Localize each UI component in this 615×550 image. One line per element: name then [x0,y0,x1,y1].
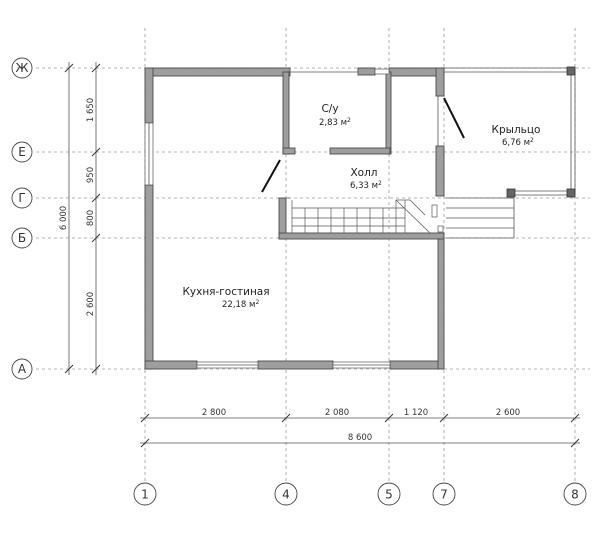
svg-text:Б: Б [18,231,26,245]
svg-text:2,83 м2: 2,83 м2 [319,117,351,128]
doors [261,95,465,193]
axis-marker-a: А [11,358,33,380]
row-axis-markers: Ж Е Г Б А [11,57,33,380]
dimension-2600-vertical: 2 600 [86,292,96,316]
svg-text:5: 5 [385,488,393,502]
axis-marker-1: 1 [133,482,157,506]
svg-text:Холл: Холл [350,167,377,179]
axis-marker-b: Б [11,227,33,249]
vertical-dimensions: 6 000 1 650 950 800 2 600 [59,62,101,375]
room-kitchen-living-label: Кухня-гостиная 22,18 м2 [182,286,269,310]
window-top-bathroom [374,68,390,75]
room-porch-label: Крыльцо 6,76 м2 [492,124,541,148]
dimension-total-horizontal: 8 600 [348,433,372,443]
axis-marker-5: 5 [377,482,401,506]
svg-text:7: 7 [440,488,448,502]
door-entrance [443,97,465,139]
dimension-total-vertical: 6 000 [59,206,69,230]
dimension-1650: 1 650 [86,98,96,122]
dimension-2800: 2 800 [202,408,226,418]
svg-text:Е: Е [18,145,26,159]
svg-text:4: 4 [282,488,290,502]
svg-text:Кухня-гостиная: Кухня-гостиная [182,286,269,298]
porch-structure [444,66,576,198]
svg-text:С/у: С/у [321,103,338,115]
dimension-1120: 1 120 [404,408,428,418]
svg-text:8: 8 [571,488,579,502]
svg-text:А: А [18,362,27,376]
windows [144,68,391,369]
axis-marker-4: 4 [274,482,298,506]
svg-text:Г: Г [18,191,25,205]
walls [144,67,445,370]
room-hall-label: Холл 6,33 м2 [350,167,382,191]
axis-marker-g: Г [11,187,33,209]
door-bathroom [261,159,281,193]
svg-text:6,33 м2: 6,33 м2 [350,180,382,191]
svg-text:22,18 м2: 22,18 м2 [222,299,259,310]
dimension-800: 800 [86,210,96,226]
horizontal-dimensions: 2 800 2 080 1 120 2 600 8 600 [140,408,580,448]
dimension-2600-horizontal: 2 600 [496,408,520,418]
svg-text:6,76 м2: 6,76 м2 [502,137,534,148]
svg-text:Ж: Ж [16,61,29,75]
column-axis-markers: 1 4 5 7 8 [133,482,587,506]
dimension-2080: 2 080 [325,408,349,418]
axis-marker-8: 8 [563,482,587,506]
axis-marker-zh: Ж [11,57,33,79]
svg-text:Крыльцо: Крыльцо [492,124,541,136]
axis-marker-7: 7 [432,482,456,506]
entrance-steps [446,197,515,239]
dimension-950: 950 [86,167,96,183]
room-bathroom-label: С/у 2,83 м2 [319,103,351,128]
svg-text:1: 1 [141,488,149,502]
axis-marker-e: Е [11,141,33,163]
staircase [286,197,444,234]
